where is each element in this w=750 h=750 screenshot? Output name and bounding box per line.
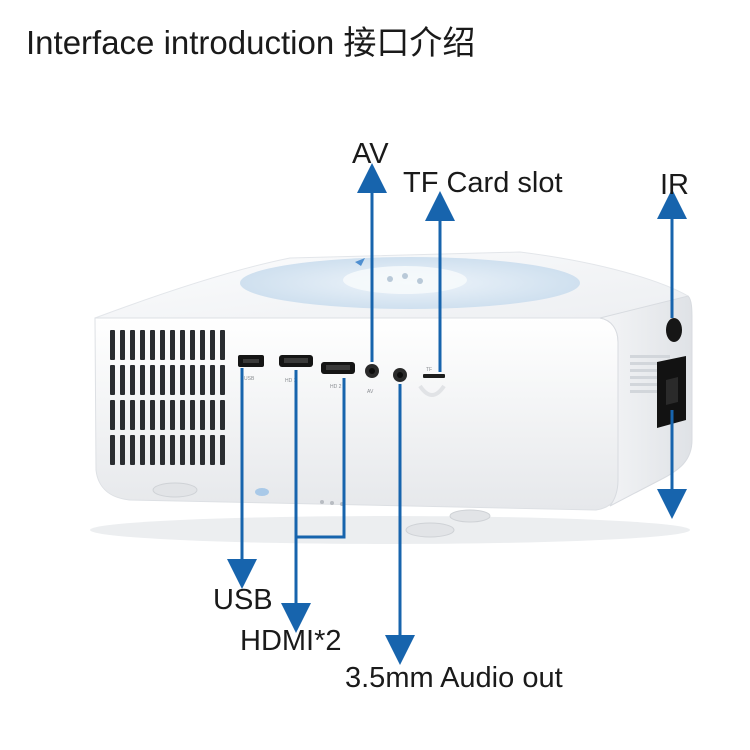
vent-grille [110, 330, 225, 465]
callout-arrows [227, 163, 687, 665]
floor-shadow [90, 516, 690, 544]
bottom-light [255, 488, 269, 496]
callout-av: AV [352, 138, 389, 170]
foot-left [152, 482, 198, 498]
ir-receiver [666, 318, 682, 342]
callout-usb: USB [213, 584, 273, 616]
indicator-icon [355, 258, 365, 266]
bracket-hdmi [294, 370, 346, 539]
port-label-hd2: HD 2 [330, 384, 342, 390]
callout-ir: IR [660, 169, 689, 201]
port-label-hd1: HD 1 [285, 378, 297, 384]
port-label-tf: TF [426, 367, 432, 373]
side-vent [630, 355, 670, 393]
callout-tf-card: TF Card slot [403, 167, 563, 199]
projector-side [599, 295, 693, 507]
callout-audio: 3.5mm Audio out [345, 662, 563, 694]
top-panel-button [343, 266, 467, 294]
callout-hdmi: HDMI*2 [240, 625, 342, 657]
foot-right [405, 522, 455, 538]
tf-card-slot [423, 374, 445, 378]
port-label-av: AV [367, 389, 374, 395]
page-title: Interface introduction 接口介绍 [26, 24, 476, 61]
port-label-usb: USB [244, 376, 255, 382]
foot-back [449, 509, 491, 523]
